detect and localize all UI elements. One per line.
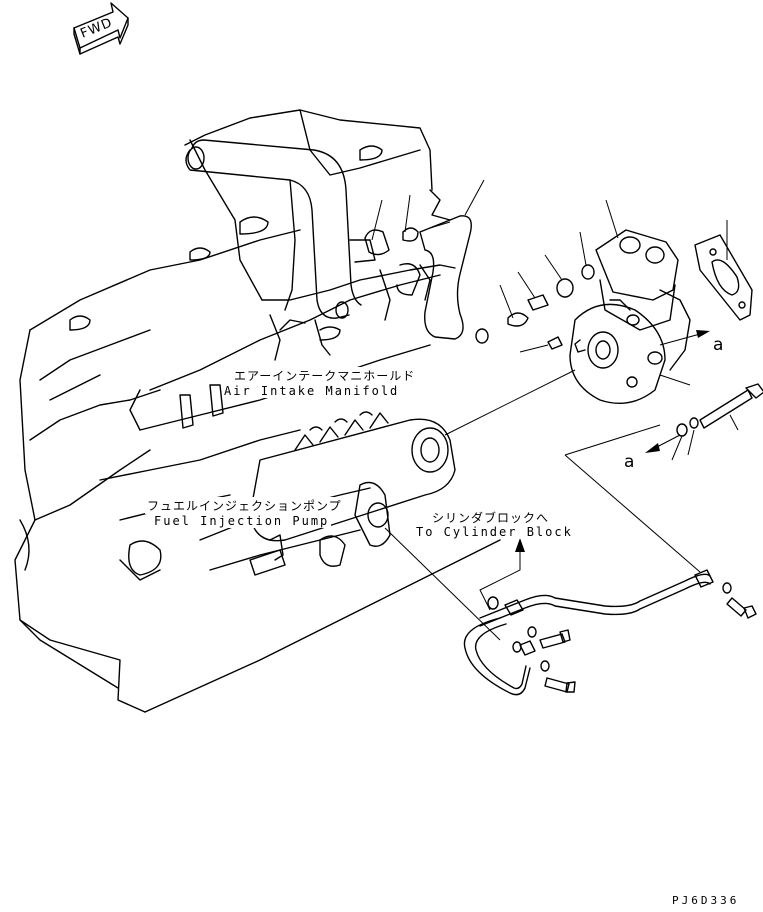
air-compressor (569, 229, 691, 404)
reference-mark-lower: a (624, 452, 635, 472)
cylinder-block-label-jp: シリンダブロックへ (430, 509, 552, 526)
fuel-pump-label-jp: フュエルインジェクションポンプ (145, 497, 344, 514)
cylinder-block-label-en: To Cylinder Block (414, 525, 575, 539)
reference-mark-upper: a (713, 335, 724, 355)
air-intake-manifold (129, 139, 441, 431)
air-intake-label-jp: エアーインテークマニホールド (232, 367, 418, 384)
leader-lines (384, 374, 701, 641)
mounting-bolt (671, 383, 763, 461)
engine-block (14, 109, 501, 713)
gasket (694, 234, 753, 321)
hose-assembly (364, 179, 489, 344)
air-intake-label-en: Air Intake Manifold (222, 384, 402, 398)
oil-pipe (463, 569, 757, 696)
fwd-arrow-icon (73, 2, 129, 55)
fuel-pump-label-en: Fuel Injection Pump (152, 514, 332, 528)
drawing-code: PJ6D336 (672, 894, 740, 907)
reference-arrows (645, 330, 710, 453)
fitting-parts (499, 199, 728, 353)
